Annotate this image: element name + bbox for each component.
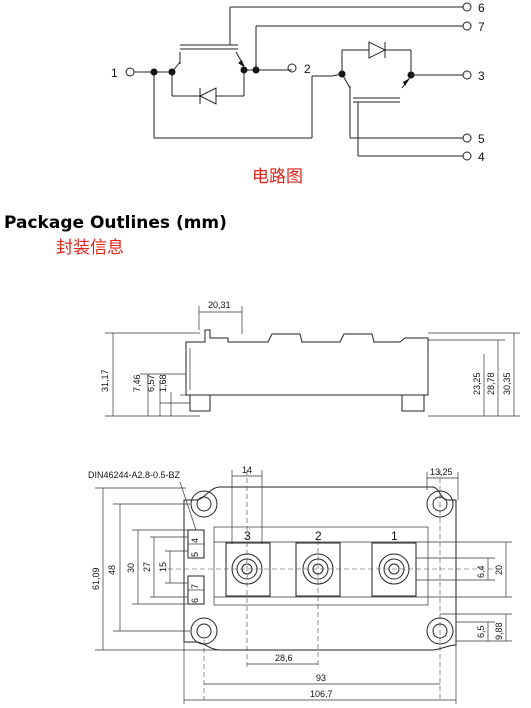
aux-pin-label-5: 5 xyxy=(190,552,200,557)
power-terminal-3: 3 xyxy=(225,529,271,597)
dim-side-20-31: 20,31 xyxy=(208,300,231,310)
pin-label-6: 6 xyxy=(478,1,485,15)
pin-label-7: 7 xyxy=(478,20,485,34)
connector-spec-note: DIN46244-A2.8-0.5-BZ xyxy=(88,470,181,480)
mounting-hole-tl xyxy=(190,490,218,518)
circuit-label-cn: 电路图 xyxy=(252,167,303,187)
dim-top-6-4: 6,4 xyxy=(476,565,486,578)
pin-label-1: 1 xyxy=(111,66,118,80)
dim-top-15: 15 xyxy=(158,562,168,572)
dim-top-13-25: 13,25 xyxy=(430,467,453,477)
pin-label-5: 5 xyxy=(478,132,485,146)
dim-top-93: 93 xyxy=(316,673,326,683)
dim-top-48: 48 xyxy=(107,565,117,575)
dim-top-14: 14 xyxy=(242,465,252,475)
pin-label-4: 4 xyxy=(478,150,485,164)
dim-side-30-35: 30,35 xyxy=(502,372,512,395)
dim-side-7-46: 7,46 xyxy=(132,374,142,392)
dim-top-27: 27 xyxy=(142,562,152,572)
terminal-label-3: 3 xyxy=(244,529,251,543)
package-outlines-title: Package Outlines (mm) xyxy=(4,213,227,233)
pin-terminal-5 xyxy=(462,133,472,143)
aux-pin-label-4: 4 xyxy=(190,538,200,543)
dim-top-6-5: 6,5 xyxy=(476,625,486,638)
top-view-drawing: 3 2 1 5 4 6 7 DIN46244-A2.8-0.5-BZ xyxy=(88,465,512,704)
pin-terminal-2 xyxy=(287,63,297,73)
pin-terminal-4 xyxy=(462,151,472,161)
package-outlines-title-cn: 封装信息 xyxy=(56,238,124,258)
dim-side-31-17: 31,17 xyxy=(100,369,110,392)
aux-connector-lower: 6 7 xyxy=(187,575,205,605)
pin-terminal-7 xyxy=(462,21,472,31)
circuit-diagram: 1 2 3 4 5 6 7 xyxy=(111,1,485,187)
dim-top-28-6: 28,6 xyxy=(275,653,293,663)
terminal-label-2: 2 xyxy=(315,529,322,543)
aux-pin-label-6: 6 xyxy=(190,598,200,603)
pin-label-3: 3 xyxy=(478,69,485,83)
pin-terminal-6 xyxy=(462,2,472,12)
aux-pin-label-7: 7 xyxy=(190,584,200,589)
dim-top-9-88: 9,88 xyxy=(494,622,504,640)
dim-top-20: 20 xyxy=(494,565,504,575)
side-view-drawing: 31,17 7,46 6,57 1,68 20,31 23,25 28,78 3… xyxy=(100,300,520,417)
pin-label-2: 2 xyxy=(304,62,311,76)
dim-top-61-09: 61,09 xyxy=(91,567,101,590)
dim-top-106-7: 106,7 xyxy=(310,689,333,699)
aux-connector-upper: 5 4 xyxy=(187,529,205,559)
terminal-label-1: 1 xyxy=(391,529,398,543)
pin-terminal-3 xyxy=(462,70,472,80)
power-terminal-2: 2 xyxy=(295,529,341,597)
dim-side-28-78: 28,78 xyxy=(486,372,496,395)
pin-terminal-1 xyxy=(125,67,135,77)
power-terminal-1: 1 xyxy=(371,529,417,597)
dim-top-30: 30 xyxy=(126,563,136,573)
dim-side-6-57: 6,57 xyxy=(146,374,156,392)
dim-side-1-68: 1,68 xyxy=(158,374,168,392)
dim-side-23-25: 23,25 xyxy=(472,372,482,395)
